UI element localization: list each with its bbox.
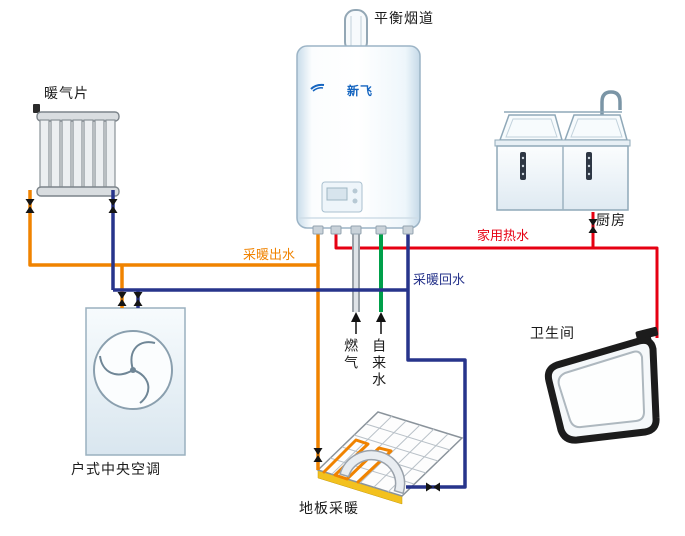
- bathroom-label: 卫生间: [530, 326, 575, 342]
- radiator-label: 暖气片: [44, 86, 89, 102]
- floor-cutaway-arch: [339, 449, 406, 495]
- bathtub-faucet-icon: [635, 326, 659, 344]
- valve-icon: [313, 448, 323, 462]
- kitchen-faucet-icon: [600, 90, 622, 120]
- tap-water-arrow-icon: [376, 312, 386, 334]
- air-conditioner-unit: [85, 307, 186, 456]
- heating-outlet-label: 采暖出水: [243, 248, 296, 263]
- valve-icon: [133, 292, 143, 306]
- brand-name: 新飞: [346, 84, 373, 98]
- valve-icon: [25, 199, 35, 213]
- gas-label: 燃气: [342, 338, 359, 372]
- air-conditioner-label: 户式中央空调: [71, 462, 161, 478]
- flue-pipe: [344, 9, 368, 53]
- fan-icon: [99, 341, 156, 404]
- floor-heating-label: 地板采暖: [299, 501, 359, 517]
- tap-water-label: 自来水: [370, 338, 387, 389]
- radiator-fins: [39, 119, 116, 189]
- boiler: [296, 45, 421, 229]
- kitchen-unit: [494, 90, 631, 211]
- kitchen-label: 厨房: [596, 213, 626, 229]
- domestic-hot-water-label: 家用热水: [477, 229, 530, 244]
- valve-icon: [117, 292, 127, 306]
- boiler-control-panel: [321, 181, 363, 213]
- radiator-vent: [33, 104, 40, 113]
- radiator: [33, 104, 120, 197]
- heating-coil-icon: [322, 438, 393, 484]
- floor-heating-panel: [316, 411, 464, 505]
- boiler-brand: 新飞: [310, 82, 407, 99]
- gas-arrow-icon: [351, 312, 361, 334]
- valve-icon: [108, 199, 118, 213]
- boiler-connections: [312, 225, 414, 235]
- valve-icon: [426, 482, 440, 492]
- heating-return-label: 采暖回水: [413, 273, 466, 288]
- cabinet-handles: [520, 152, 592, 180]
- flue-label: 平衡烟道: [374, 11, 434, 27]
- bathtub: [544, 336, 660, 444]
